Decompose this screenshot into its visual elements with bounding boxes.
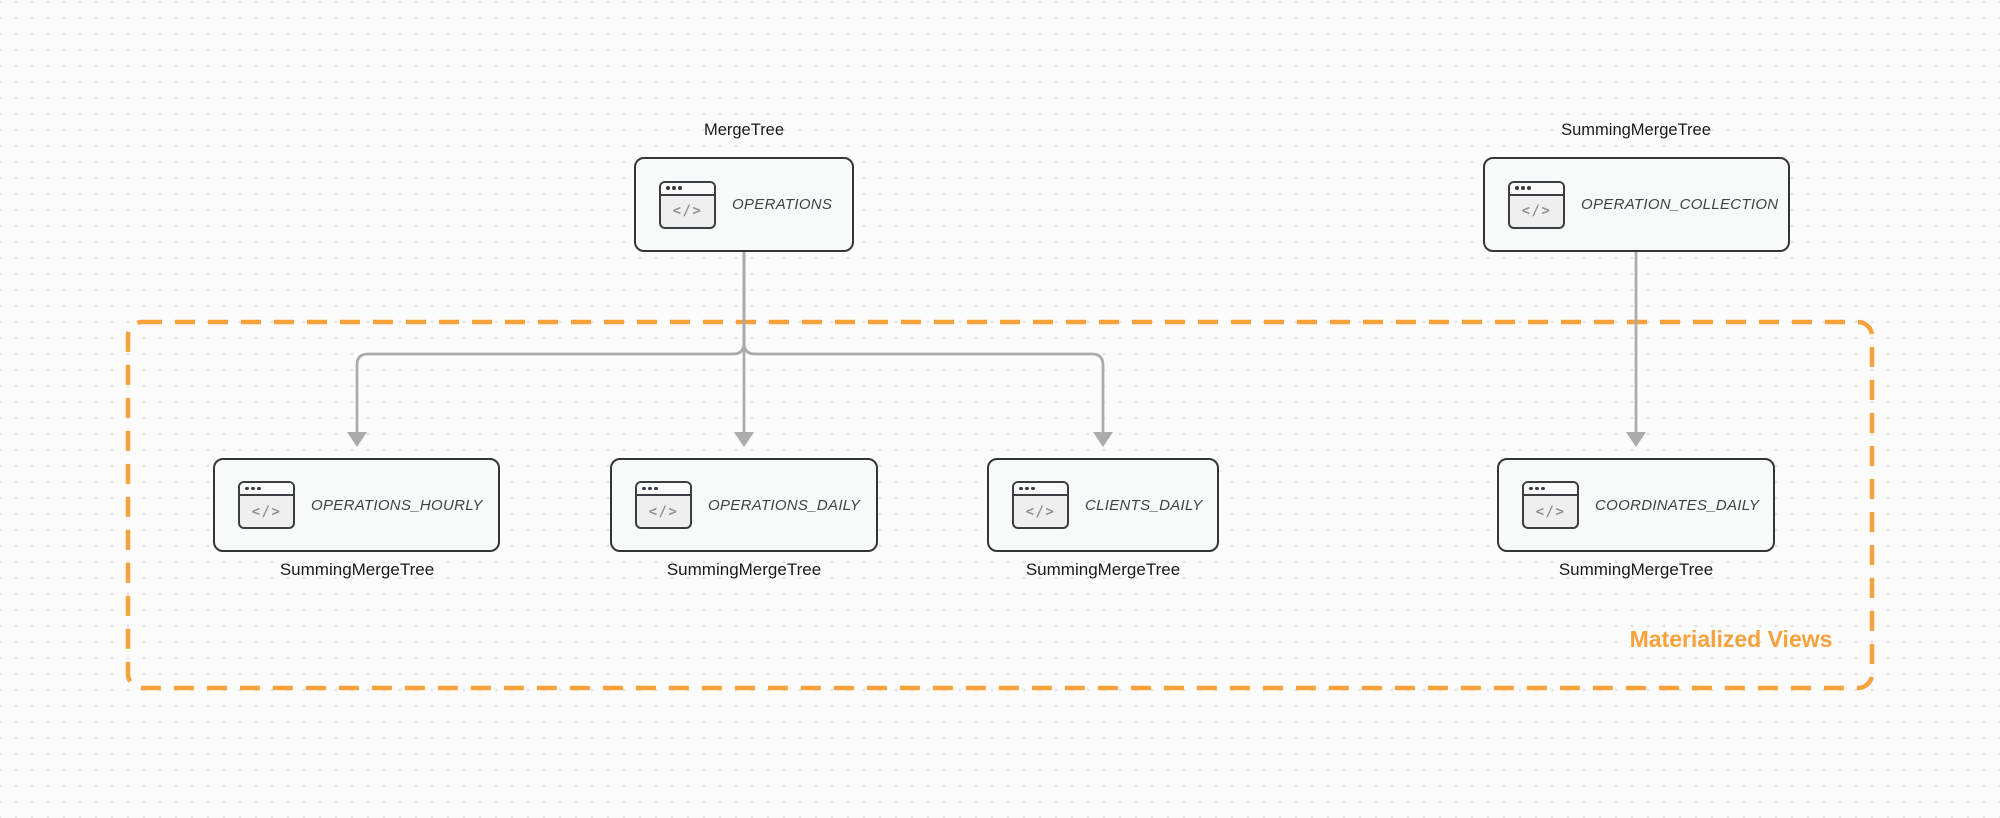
node-label: OPERATION_COLLECTION xyxy=(1581,196,1779,213)
code-window-icon: </> xyxy=(238,481,295,529)
engine-label-operations: MergeTree xyxy=(703,121,785,139)
code-window-icon: </> xyxy=(1522,481,1579,529)
engine-label-operation-collection: SummingMergeTree xyxy=(1561,121,1711,139)
node-operation-collection[interactable]: </> OPERATION_COLLECTION xyxy=(1483,157,1790,252)
arrowhead-clients-daily xyxy=(1093,432,1113,447)
engine-label-operations-hourly: SummingMergeTree xyxy=(279,560,435,579)
window-titlebar xyxy=(1524,483,1577,496)
window-titlebar xyxy=(240,483,293,496)
window-titlebar xyxy=(1510,182,1563,196)
code-glyph: </> xyxy=(648,503,679,520)
code-glyph: </> xyxy=(1535,503,1566,520)
node-label: OPERATIONS_HOURLY xyxy=(311,496,483,514)
edge-operations-to-operations-hourly xyxy=(355,250,746,434)
code-glyph: </> xyxy=(1025,503,1056,520)
node-label: OPERATIONS xyxy=(732,196,833,213)
arrowhead-coordinates-daily xyxy=(1626,432,1646,447)
code-window-icon: </> xyxy=(1508,180,1565,229)
arrowhead-operations-daily xyxy=(734,432,754,447)
code-glyph: </> xyxy=(1521,203,1552,219)
node-clients-daily[interactable]: </> CLIENTS_DAILY xyxy=(987,458,1219,552)
node-label: OPERATIONS_DAILY xyxy=(708,496,861,514)
window-titlebar xyxy=(1014,483,1067,496)
node-coordinates-daily[interactable]: </> COORDINATES_DAILY xyxy=(1497,458,1775,552)
edge-operations-to-clients-daily xyxy=(742,250,1105,434)
engine-label-operations-daily: SummingMergeTree xyxy=(666,560,822,579)
materialized-views-group-label: Materialized Views xyxy=(1629,626,1833,652)
code-window-icon: </> xyxy=(635,481,692,529)
code-window-icon: </> xyxy=(1012,481,1069,529)
node-operations-daily[interactable]: </> OPERATIONS_DAILY xyxy=(610,458,878,552)
code-glyph: </> xyxy=(251,503,282,520)
code-window-icon: </> xyxy=(659,180,716,229)
node-operations-hourly[interactable]: </> OPERATIONS_HOURLY xyxy=(213,458,500,552)
node-label: CLIENTS_DAILY xyxy=(1085,496,1203,514)
window-titlebar xyxy=(637,483,690,496)
engine-label-coordinates-daily: SummingMergeTree xyxy=(1558,560,1714,579)
engine-label-clients-daily: SummingMergeTree xyxy=(1025,560,1181,579)
window-titlebar xyxy=(661,182,714,196)
node-label: COORDINATES_DAILY xyxy=(1595,496,1760,514)
code-glyph: </> xyxy=(672,203,703,219)
node-operations[interactable]: </> OPERATIONS xyxy=(634,157,854,252)
arrowhead-operations-hourly xyxy=(347,432,367,447)
